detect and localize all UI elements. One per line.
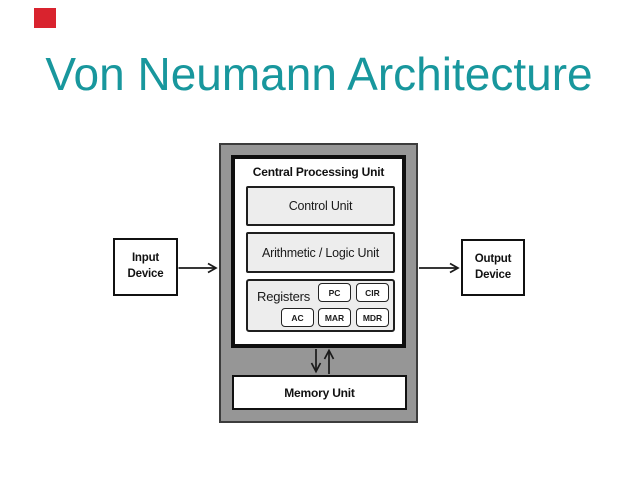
- red-logo-square: [34, 8, 56, 28]
- register-chip-cir: CIR: [356, 283, 389, 302]
- control-unit-box: Control Unit: [246, 186, 395, 226]
- alu-box: Arithmetic / Logic Unit: [246, 232, 395, 273]
- arrow-cpu-to-output: [419, 262, 460, 274]
- input-device-label: Input Device: [127, 252, 164, 280]
- control-unit-label: Control Unit: [288, 199, 353, 213]
- memory-unit-box: Memory Unit: [232, 375, 407, 410]
- memory-unit-label: Memory Unit: [284, 385, 355, 400]
- cpu-title: Central Processing Unit: [252, 165, 385, 179]
- register-chip-pc: PC: [318, 283, 351, 302]
- register-chip-mdr: MDR: [356, 308, 389, 327]
- input-device-box: Input Device: [113, 238, 178, 296]
- alu-label: Arithmetic / Logic Unit: [262, 245, 379, 260]
- cpu-box: Central Processing Unit Control Unit Ari…: [231, 155, 406, 348]
- register-chip-mar: MAR: [318, 308, 351, 327]
- register-chip-ac: AC: [281, 308, 314, 327]
- output-device-label: Output Device: [474, 252, 512, 281]
- arrow-input-to-cpu: [178, 262, 218, 274]
- registers-label: Registers: [257, 289, 311, 304]
- output-device-box: Output Device: [461, 239, 525, 296]
- registers-box: Registers PC CIR AC MAR MDR: [246, 279, 395, 332]
- slide-title: Von Neumann Architecture: [45, 48, 593, 100]
